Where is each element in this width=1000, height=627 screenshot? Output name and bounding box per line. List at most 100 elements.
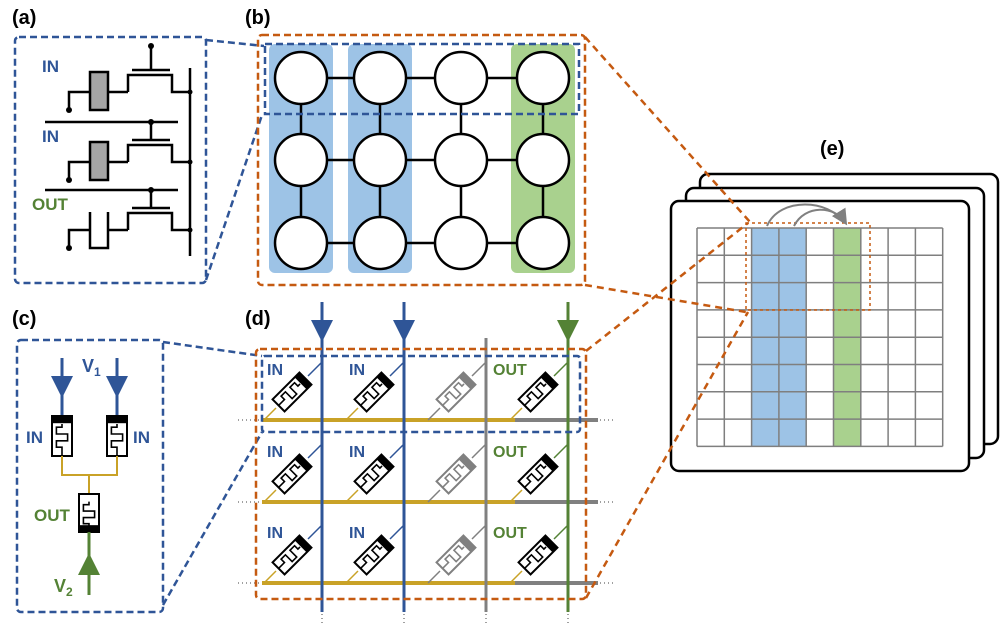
device-label: IN <box>349 362 365 379</box>
device-lead <box>389 361 405 377</box>
device-lead <box>471 361 487 377</box>
memristor <box>88 70 110 112</box>
graph-node <box>515 132 571 188</box>
memristor-zigzag <box>110 424 124 456</box>
device-lead <box>553 361 569 377</box>
memristor-polarity-bar <box>376 454 394 472</box>
memristor-zigzag <box>359 544 383 570</box>
memristor-body <box>435 534 477 576</box>
panel-b: (b) <box>245 7 587 287</box>
device-label: IN <box>267 362 283 379</box>
device-label: IN <box>267 444 283 461</box>
device-lead <box>553 524 569 540</box>
transistor-channel <box>126 73 190 94</box>
memristor-zigzag <box>441 381 465 407</box>
panel-b-label: (b) <box>245 7 271 29</box>
capacitor <box>88 212 128 250</box>
large-crossbar-grid <box>696 227 944 448</box>
device-label: IN <box>349 444 365 461</box>
in-right-label: IN <box>133 428 150 447</box>
junction-dot <box>187 89 193 95</box>
crossbar-memristor <box>517 534 559 576</box>
panel-a-zoom-box <box>13 35 208 285</box>
column-input-arrow-icon <box>557 320 579 342</box>
gate-dot <box>148 187 154 193</box>
memristor-zigzag <box>523 544 547 570</box>
panel-a-label: (a) <box>12 7 36 29</box>
panel-c-zoom-box <box>15 338 165 614</box>
memristor-zigzag <box>55 424 69 456</box>
row-label-input: IN <box>42 127 59 146</box>
memristor-polarity-bar <box>52 416 72 424</box>
crossbar-memristor <box>435 453 477 495</box>
memristor-polarity-bar <box>458 454 476 472</box>
terminal-dot <box>66 245 72 251</box>
transfer-arrow-2 <box>793 207 848 227</box>
device-label: OUT <box>493 444 527 461</box>
memristor-zigzag <box>359 381 383 407</box>
panel-e-subarray-box <box>745 222 871 311</box>
graph-node <box>273 215 329 271</box>
device-label: IN <box>267 525 283 542</box>
crossbar-memristor <box>435 534 477 576</box>
memristor-zigzag <box>277 463 301 489</box>
terminal-dot <box>66 177 72 183</box>
graph-node <box>273 132 329 188</box>
terminal-dot <box>66 107 72 113</box>
v1-arrow-icon <box>106 376 128 398</box>
column-input-arrow-icon <box>393 320 415 342</box>
crossbar-memristor <box>435 371 477 413</box>
memristor-polarity-bar <box>458 372 476 390</box>
wire <box>67 90 90 110</box>
memristor-zigzag <box>441 463 465 489</box>
row-label-input: IN <box>42 57 59 76</box>
transistor-channel <box>126 211 190 232</box>
junction-dot <box>187 227 193 233</box>
v2-label: V2 <box>54 576 73 599</box>
device-lead <box>307 524 323 540</box>
device-lead <box>345 407 359 421</box>
device-lead <box>471 443 487 459</box>
memristor-zigzag <box>523 381 547 407</box>
junction-dot <box>187 159 193 165</box>
memristor-polarity-bar <box>107 416 127 424</box>
device-lead <box>263 570 277 584</box>
gate-dot <box>148 119 154 125</box>
crossbar-memristor <box>353 534 395 576</box>
memristor <box>88 140 110 182</box>
zoom-connector-de-top <box>585 222 749 352</box>
transistor-channel <box>126 143 190 164</box>
wire <box>67 160 90 180</box>
column-input-arrow-icon <box>311 320 333 342</box>
memristor-polarity-bar <box>458 535 476 553</box>
layer-front <box>669 199 971 473</box>
out-label: OUT <box>34 506 71 525</box>
input-memristor <box>51 415 73 457</box>
device-lead <box>509 570 523 584</box>
crossbar-memristor <box>271 534 313 576</box>
crossbar-memristor <box>517 453 559 495</box>
graph-node <box>515 50 571 106</box>
memristor-body <box>435 371 477 413</box>
device-lead <box>427 489 441 503</box>
v1-arrow-icon <box>51 376 73 398</box>
memristor-polarity-bar <box>540 454 558 472</box>
graph-node <box>352 132 408 188</box>
panel-c: (c) V1 IN IN OUT V2 <box>12 308 165 614</box>
crossbar-memristor <box>271 453 313 495</box>
device-lead <box>427 407 441 421</box>
device-lead <box>509 407 523 421</box>
node-graph <box>269 44 575 273</box>
device-lead <box>307 361 323 377</box>
memristor-zigzag <box>82 501 96 532</box>
panel-d-label: (d) <box>245 308 271 330</box>
panel-c-label: (c) <box>12 308 36 330</box>
panel-b-row-highlight <box>263 42 581 116</box>
device-lead <box>427 570 441 584</box>
graph-node <box>352 215 408 271</box>
device-lead <box>345 570 359 584</box>
